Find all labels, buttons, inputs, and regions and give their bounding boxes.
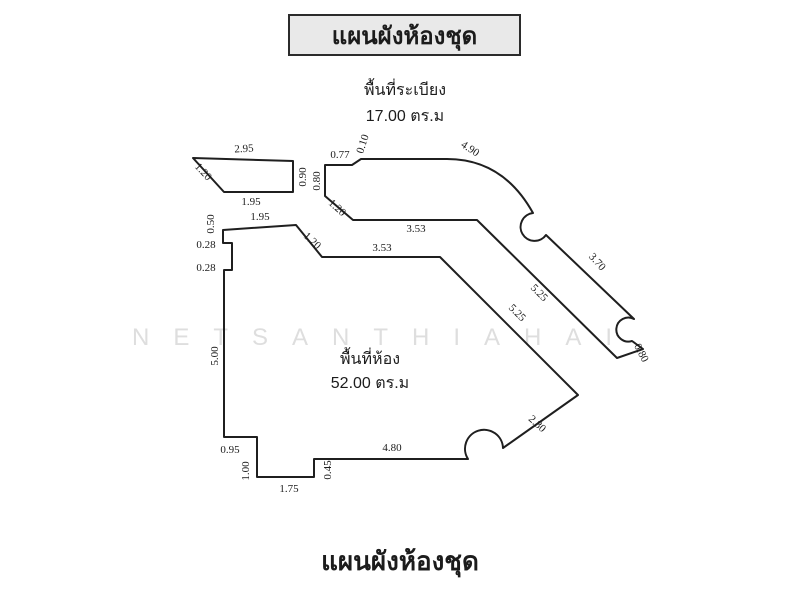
dimension-label: 0.90 — [297, 167, 309, 187]
dimension-label: 0.28 — [196, 239, 216, 251]
dimension-label: 0.95 — [220, 444, 240, 456]
dimension-label: 5.25 — [528, 282, 550, 304]
room-area-value: 52.00 ตร.ม — [330, 375, 410, 392]
dimension-label: 5.25 — [506, 302, 528, 324]
dimension-label: 1.00 — [240, 461, 252, 481]
balcony-small-outline-path — [192, 157, 294, 193]
dimension-label: 1.20 — [301, 230, 324, 252]
dimension-label: 1.75 — [279, 483, 299, 495]
balcony-strip-outline-path — [324, 158, 644, 359]
dimension-label: 1.20 — [192, 161, 214, 184]
dimension-label: 0.50 — [205, 214, 217, 234]
balcony-caption: พื้นที่ระเบียง 17.00 ตร.ม — [320, 78, 490, 130]
dimension-label: 2.80 — [526, 413, 549, 435]
dimension-label: 5.00 — [209, 346, 221, 366]
plan-title-text: แผนผังห้องชุด — [331, 22, 478, 50]
dimension-label: 4.80 — [382, 442, 402, 454]
bottom-title-text: แผนผังห้องชุด — [321, 546, 479, 576]
room-area-label: พื้นที่ห้อง — [340, 351, 400, 368]
watermark-text: NETSANTHIAHAI — [132, 324, 637, 351]
dimension-label: 0.10 — [354, 133, 372, 155]
dimension-label: 0.28 — [196, 262, 216, 274]
dimension-label: 3.70 — [586, 251, 608, 274]
dimension-label: 2.95 — [234, 142, 254, 155]
dimension-label: 0.80 — [311, 171, 323, 191]
balcony-area-label: พื้นที่ระเบียง — [363, 82, 447, 99]
dimension-label: 0.80 — [631, 342, 651, 365]
plan-title-box: แผนผังห้องชุด — [288, 14, 521, 56]
dimension-label: 0.77 — [330, 149, 350, 161]
balcony-area-value: 17.00 ตร.ม — [365, 108, 445, 125]
dimension-label: 1.95 — [241, 196, 261, 208]
room-caption: พื้นที่ห้อง 52.00 ตร.ม — [295, 348, 445, 396]
dimension-label: 3.53 — [406, 223, 426, 235]
dimension-label: 0.45 — [322, 460, 334, 480]
dimension-label: 3.53 — [372, 242, 392, 254]
dimension-label: 4.90 — [459, 139, 482, 160]
room-outline-path — [222, 224, 579, 478]
dimension-label: 1.95 — [250, 211, 270, 223]
